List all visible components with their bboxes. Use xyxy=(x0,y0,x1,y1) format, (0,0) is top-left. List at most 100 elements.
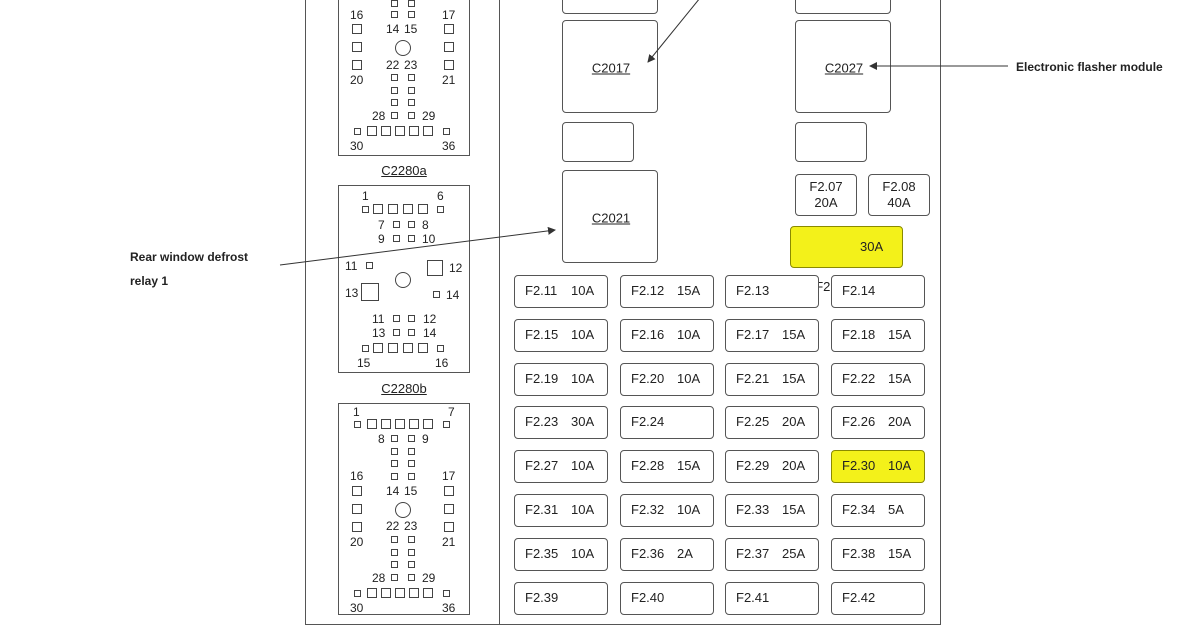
fuse-amp: 10A xyxy=(571,327,595,342)
pin xyxy=(408,99,415,106)
connector-c2280b-title: C2280b xyxy=(381,381,427,396)
fuse-id: F2.34 xyxy=(842,502,876,517)
pin xyxy=(395,588,405,598)
fuse-id: F2.28 xyxy=(631,458,665,473)
fuse-id: F2.38 xyxy=(842,546,876,561)
fuse-f2-14: F2.14 xyxy=(831,275,925,308)
pin xyxy=(408,329,415,336)
fuse-amp: 15A xyxy=(782,502,806,517)
pin xyxy=(381,126,391,136)
pin xyxy=(409,126,419,136)
fuse-amp: 15A xyxy=(677,283,701,298)
pin-label: 9 xyxy=(378,232,385,246)
pin-label: 36 xyxy=(442,601,456,615)
pin-label: 14 xyxy=(446,288,460,302)
fuse-id: F2.40 xyxy=(631,590,665,605)
fuse-amp: 10A xyxy=(571,458,595,473)
pin xyxy=(408,112,415,119)
pin xyxy=(391,549,398,556)
pin xyxy=(391,74,398,81)
fuse-id: F2.41 xyxy=(736,590,770,605)
pin xyxy=(408,536,415,543)
pin-label: 36 xyxy=(442,139,456,153)
pin xyxy=(423,588,433,598)
pin xyxy=(403,343,413,353)
pin xyxy=(388,204,398,214)
pin xyxy=(391,11,398,18)
pin xyxy=(391,460,398,467)
relay-c2021: C2021 xyxy=(562,170,658,263)
pin xyxy=(391,473,398,480)
pin-label: 29 xyxy=(422,109,436,123)
fuse-amp: 10A xyxy=(888,458,912,473)
pin-label: 29 xyxy=(422,571,436,585)
fuse-amp: 10A xyxy=(571,371,595,386)
pin xyxy=(408,561,415,568)
pin xyxy=(408,435,415,442)
fuse-amp: 10A xyxy=(677,327,701,342)
pin xyxy=(391,536,398,543)
callout-flasher: Electronic flasher module xyxy=(1016,60,1163,74)
fuse-amp: 20A xyxy=(782,414,806,429)
fuse-f2-39: F2.39 xyxy=(514,582,608,615)
pin-label: 22 xyxy=(386,58,400,72)
pin-label: 13 xyxy=(345,286,359,300)
pin xyxy=(408,574,415,581)
pin-label: 16 xyxy=(350,469,364,483)
pin-label: 17 xyxy=(442,469,456,483)
pin xyxy=(367,126,377,136)
fuse-id: F2.31 xyxy=(525,502,559,517)
fuse-amp: 15A xyxy=(782,327,806,342)
fuse-id: F2.22 xyxy=(842,371,876,386)
fuse-id: F2.20 xyxy=(631,371,665,386)
fuse-amp: 5A xyxy=(888,502,904,517)
fuse-id: F2.24 xyxy=(631,414,665,429)
pin xyxy=(423,126,433,136)
fuse-id: F2.07 xyxy=(809,179,843,194)
callout-defrost-line1: Rear window defrost xyxy=(130,250,249,264)
fuse-id: F2.08 xyxy=(882,179,916,194)
fuse-id: F2.17 xyxy=(736,327,770,342)
pin-label: 30 xyxy=(350,139,364,153)
pin xyxy=(393,235,400,242)
fuse-f2-34: F2.34 5A xyxy=(831,494,925,527)
pin-label: 14 xyxy=(386,484,400,498)
pin-label: 20 xyxy=(350,73,364,87)
pin-label: 1 xyxy=(362,189,369,203)
pin xyxy=(393,329,400,336)
pin-label: 11 xyxy=(372,312,385,326)
fuse-amp: 20A xyxy=(814,195,838,210)
fuse-id: F2.13 xyxy=(736,283,770,298)
pin xyxy=(408,87,415,94)
pin-label: 22 xyxy=(386,519,400,533)
pin xyxy=(444,60,454,70)
pin xyxy=(391,0,398,7)
pin xyxy=(352,486,362,496)
fuse-id: F2.11 xyxy=(525,283,558,298)
pin xyxy=(408,0,415,7)
fuse-amp: 15A xyxy=(677,458,701,473)
pin xyxy=(408,315,415,322)
pin xyxy=(352,60,362,70)
pin xyxy=(362,345,369,352)
keying-circle xyxy=(395,272,411,288)
fuse-f2-17: F2.17 15A xyxy=(725,319,819,352)
pin xyxy=(408,11,415,18)
pin xyxy=(391,112,398,119)
pin xyxy=(409,419,419,429)
callout-line-c2017 xyxy=(647,0,700,63)
pin xyxy=(443,128,450,135)
pin xyxy=(444,504,454,514)
fuse-id: F2.23 xyxy=(525,414,559,429)
fuse-amp: 10A xyxy=(677,502,701,517)
pin xyxy=(409,588,419,598)
